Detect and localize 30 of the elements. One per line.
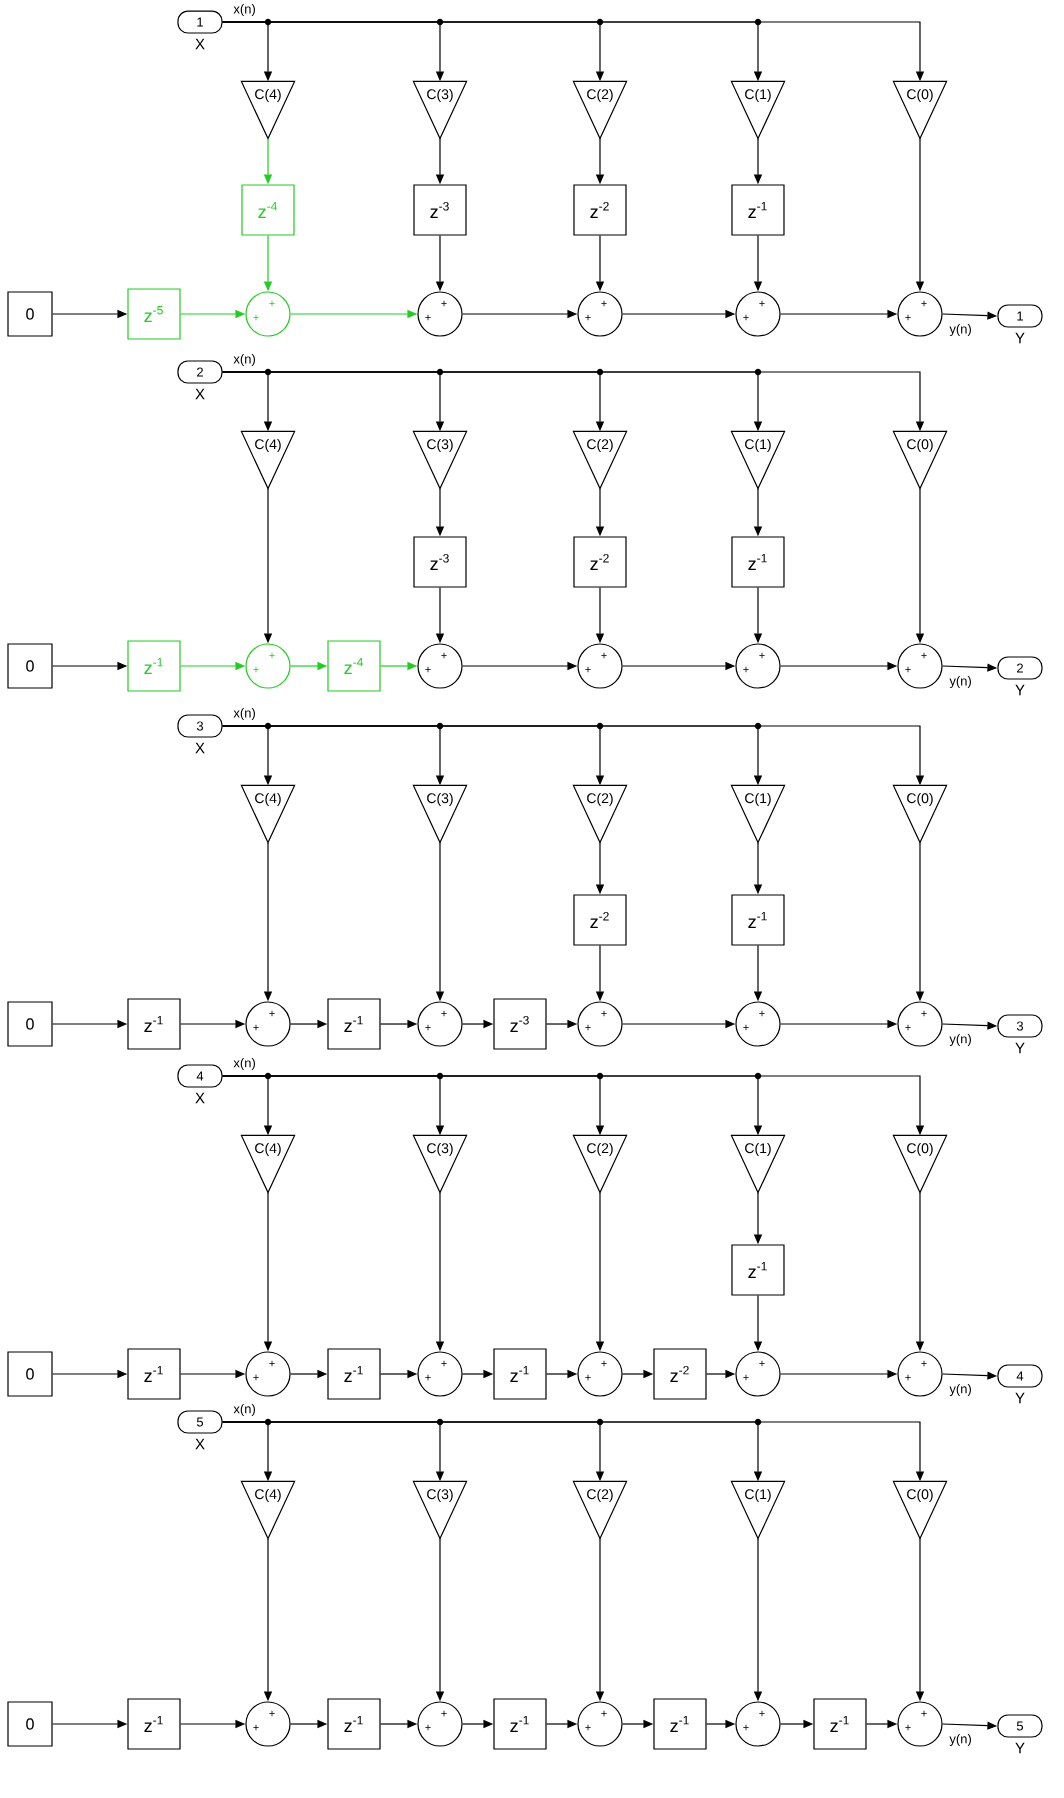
delay-box: z$^{-2}$ xyxy=(573,894,627,946)
delay-box: z$^{-1}$ xyxy=(127,998,181,1050)
delay-box: z$^{-3}$ xyxy=(413,184,467,236)
delay-box: z$^{-3}$ xyxy=(413,536,467,588)
delay-box: z$^{-5}$ xyxy=(127,288,181,340)
constant-box: 0 xyxy=(7,1701,53,1747)
delay-box: z$^{-1}$ xyxy=(127,1698,181,1750)
delay-box: z$^{-1}$ xyxy=(327,1698,381,1750)
delay-box: z$^{-2}$ xyxy=(573,536,627,588)
delay-box: z$^{-3}$ xyxy=(493,998,547,1050)
delay-box: z$^{-2}$ xyxy=(653,1348,707,1400)
delay-box: z$^{-1}$ xyxy=(327,998,381,1050)
delay-box: z$^{-1}$ xyxy=(327,1348,381,1400)
constant-box: 0 xyxy=(7,643,53,689)
delay-box: z$^{-1}$ xyxy=(127,640,181,692)
delay-box: z$^{-2}$ xyxy=(573,184,627,236)
delay-box: z$^{-1}$ xyxy=(731,894,785,946)
delay-box: z$^{-1}$ xyxy=(493,1348,547,1400)
constant-box: 0 xyxy=(7,291,53,337)
delay-box: z$^{-1}$ xyxy=(493,1698,547,1750)
delay-box: z$^{-4}$ xyxy=(327,640,381,692)
delay-box: z$^{-1}$ xyxy=(653,1698,707,1750)
delay-box: z$^{-1}$ xyxy=(731,184,785,236)
constant-box: 0 xyxy=(7,1001,53,1047)
delay-box: z$^{-1}$ xyxy=(731,1244,785,1296)
delay-box: z$^{-1}$ xyxy=(731,536,785,588)
delay-box: z$^{-1}$ xyxy=(127,1348,181,1400)
constant-box: 0 xyxy=(7,1351,53,1397)
delay-box: z$^{-4}$ xyxy=(241,184,295,236)
delay-box: z$^{-1}$ xyxy=(813,1698,867,1750)
